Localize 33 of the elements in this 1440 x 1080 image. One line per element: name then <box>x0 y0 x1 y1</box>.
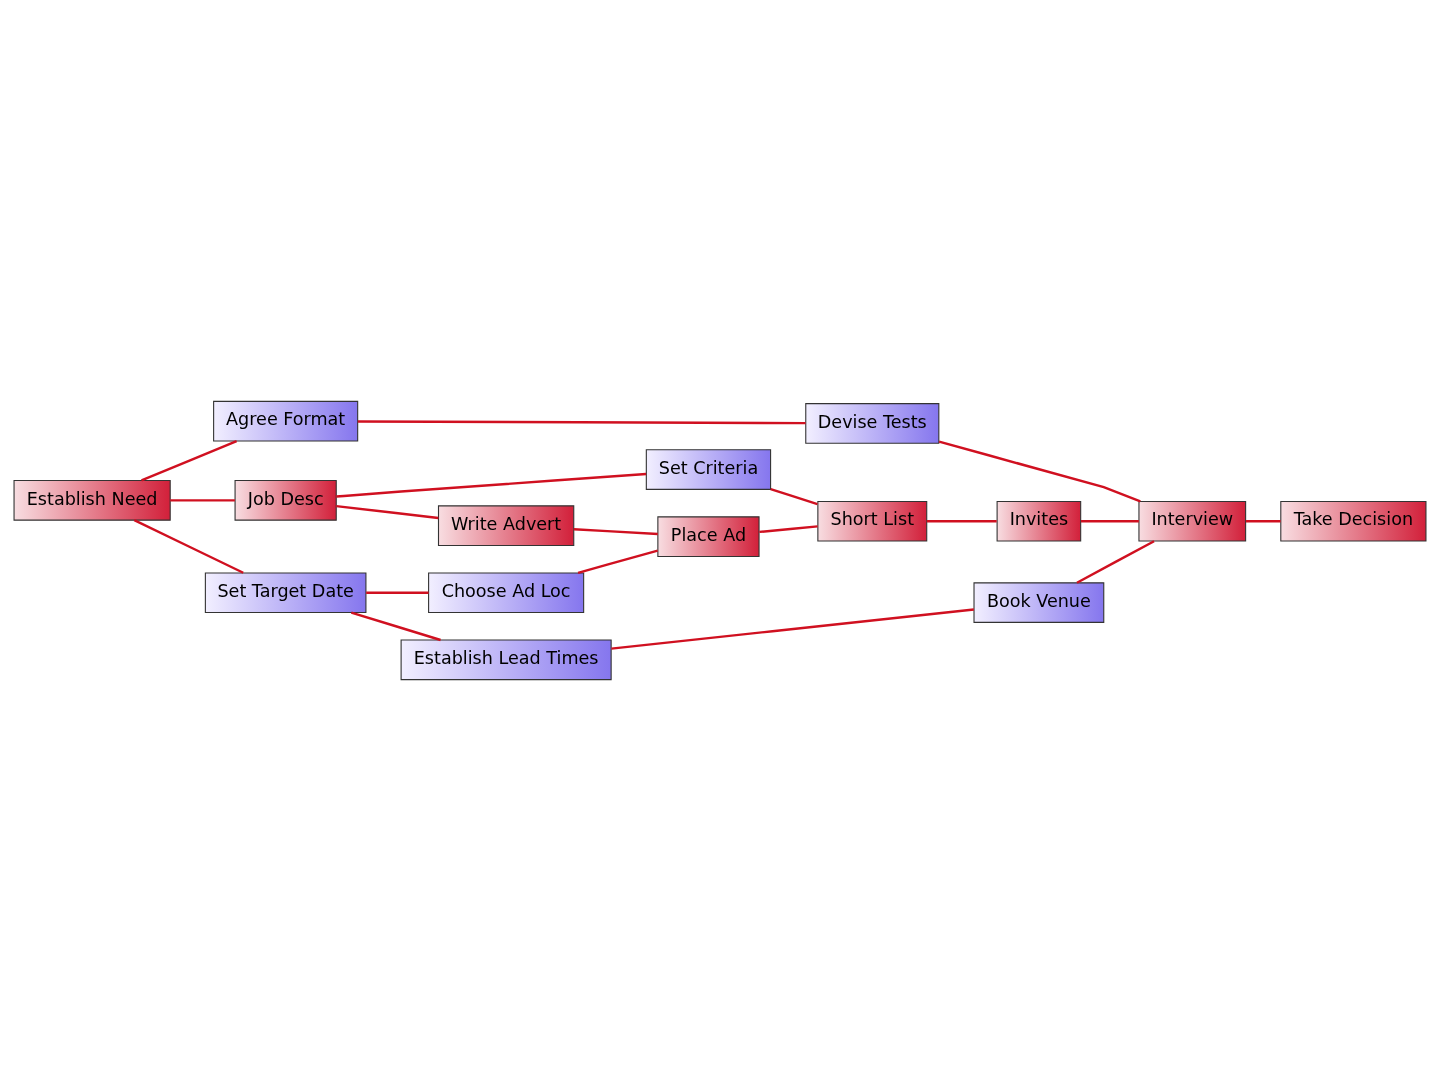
node-box: Place Ad <box>657 515 760 557</box>
connector <box>170 498 235 502</box>
node-box: Set Target Date <box>204 571 367 613</box>
node-box: Job Desc <box>234 479 337 521</box>
connector <box>573 527 658 535</box>
node-box: Agree Format <box>213 400 359 442</box>
connector <box>611 607 974 650</box>
node-box: Interview <box>1138 500 1247 542</box>
connector <box>577 548 658 574</box>
node-box: Devise Tests <box>805 402 940 444</box>
connector <box>141 439 238 481</box>
node-box: Short List <box>817 500 928 542</box>
connector <box>759 524 818 533</box>
connector <box>770 487 818 505</box>
connector <box>1080 519 1139 522</box>
connector <box>938 439 1141 503</box>
node-box: Invites <box>996 500 1082 542</box>
connector <box>1245 519 1281 522</box>
connector <box>357 419 806 424</box>
node-box: Take Decision <box>1280 500 1427 542</box>
node-box: Set Criteria <box>645 448 772 490</box>
connector <box>351 610 441 641</box>
connector <box>366 591 429 594</box>
connector <box>336 504 439 519</box>
connector <box>336 472 647 498</box>
connector <box>926 519 997 522</box>
connector <box>133 518 244 574</box>
node-box: Choose Ad Loc <box>428 571 585 613</box>
connector <box>1076 539 1155 584</box>
node-box: Establish Lead Times <box>400 638 612 680</box>
node-box: Establish Need <box>13 479 171 521</box>
node-box: Write Advert <box>437 504 575 546</box>
node-box: Book Venue <box>973 581 1105 623</box>
